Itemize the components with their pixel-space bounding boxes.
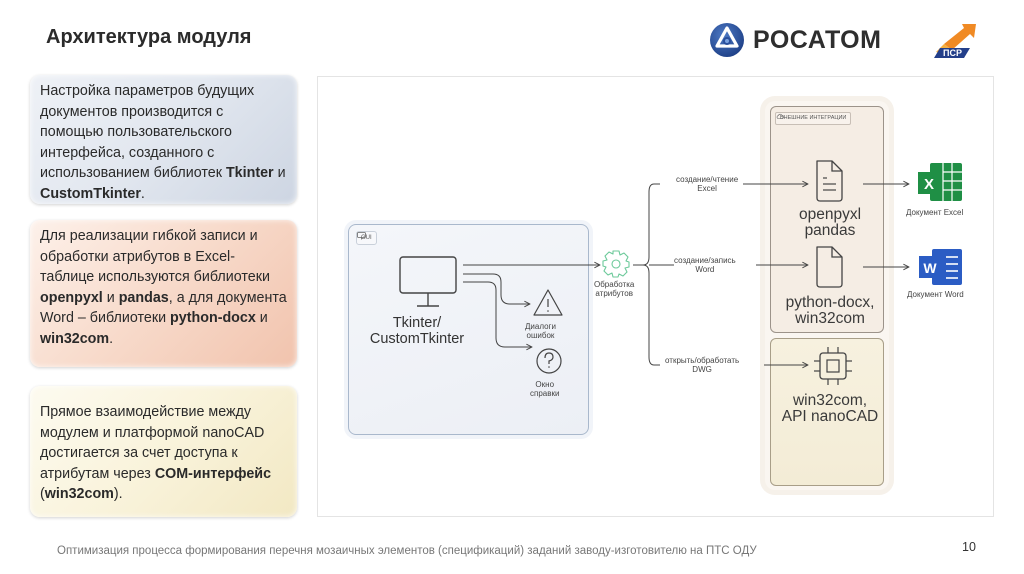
card-text: и xyxy=(102,289,119,306)
architecture-diagram: GUI ВНЕШНИЕ ИНТЕГРАЦИИ xyxy=(317,76,994,517)
info-card-libraries: Для реализации гибкой записи и обработки… xyxy=(30,220,297,367)
win32com-nanocad-label: win32com, API nanoCAD xyxy=(781,392,879,425)
card-text-bold: python-docx xyxy=(170,310,256,327)
rosatom-logo: РОСАТОМ xyxy=(709,22,881,58)
brand-name: РОСАТОМ xyxy=(753,25,882,54)
card-text: . xyxy=(109,330,114,347)
external-integrations-tag: ВНЕШНИЕ ИНТЕГРАЦИИ xyxy=(775,112,852,125)
external-integrations-label: ВНЕШНИЕ ИНТЕГРАЦИИ xyxy=(780,115,847,121)
diagram-connectors: X W xyxy=(399,160,962,385)
card-text: Прямое взаимодействие между модулем и пл… xyxy=(40,404,265,482)
card-text-bold: Tkinter xyxy=(225,165,274,182)
edge-excel-label: создание/чтение Excel xyxy=(676,175,739,193)
gui-container: GUI xyxy=(348,224,589,435)
card-text: Настройка параметров будущих документов … xyxy=(40,83,255,182)
gui-tag-label: GUI xyxy=(361,235,372,241)
file-libraries-group xyxy=(770,106,884,333)
processing-label: Обработка атрибутов xyxy=(594,280,635,298)
gear-icon xyxy=(602,250,630,278)
monitor-icon xyxy=(357,232,366,240)
openpyxl-pandas-label: openpyxl pandas xyxy=(798,206,862,239)
monitor-icon xyxy=(399,256,457,307)
excel-document-label: Документ Excel xyxy=(906,208,964,217)
svg-text:W: W xyxy=(923,260,937,276)
document-text-icon xyxy=(816,160,843,202)
card-text: ( xyxy=(40,486,45,503)
card-text-bold: win32com xyxy=(44,486,114,503)
card-text-bold: win32com xyxy=(40,330,110,347)
document-icon xyxy=(816,246,843,288)
arrow-gui-to-errors xyxy=(463,273,530,304)
chip-icon xyxy=(814,347,852,385)
card-text: и xyxy=(255,310,268,327)
warning-icon xyxy=(533,289,563,316)
excel-icon: X xyxy=(918,163,962,201)
footer-text: Оптимизация процесса формирования перечн… xyxy=(57,545,757,557)
help-icon xyxy=(536,348,562,374)
card-text: Для реализации гибкой записи и обработки… xyxy=(40,228,270,286)
card-text: , а для документа Word – библиотеки xyxy=(40,289,287,327)
svg-text:ПСР: ПСР xyxy=(943,48,962,58)
edge-dwg-label: открыть/обработать DWG xyxy=(665,356,740,374)
card-text-bold: CustomTkinter xyxy=(40,185,141,202)
gui-library-label: Tkinter/ CustomTkinter xyxy=(369,315,465,347)
word-icon: W xyxy=(919,249,962,285)
card-text-bold: COM-интерфейс xyxy=(154,465,272,482)
cloud-icon xyxy=(776,113,784,119)
card-text: . xyxy=(140,185,145,202)
gui-tag: GUI xyxy=(356,231,377,245)
card-text: и xyxy=(273,165,286,182)
card-text-bold: pandas xyxy=(118,289,169,306)
pts-logo-icon: ПСР xyxy=(934,24,976,58)
card-text: ). xyxy=(113,486,123,503)
word-document-label: Документ Word xyxy=(907,290,964,299)
rosatom-emblem-icon xyxy=(710,23,744,57)
help-window-label: Окно справки xyxy=(530,380,560,398)
card-text-bold: openpyxl xyxy=(40,289,103,306)
processing-brace xyxy=(642,183,660,366)
svg-text:X: X xyxy=(924,176,934,193)
page-number: 10 xyxy=(962,540,976,554)
info-card-nanocad: Прямое взаимодействие между модулем и пл… xyxy=(30,386,297,517)
info-card-gui: Настройка параметров будущих документов … xyxy=(30,75,297,204)
error-dialogs-label: Диалоги ошибок xyxy=(525,322,556,340)
edge-word-label: создание/запись Word xyxy=(674,256,736,274)
python-docx-label: python-docx, win32com xyxy=(785,294,875,327)
arrow-gui-to-help xyxy=(463,281,532,347)
page-title: Архитектура модуля xyxy=(46,26,252,48)
